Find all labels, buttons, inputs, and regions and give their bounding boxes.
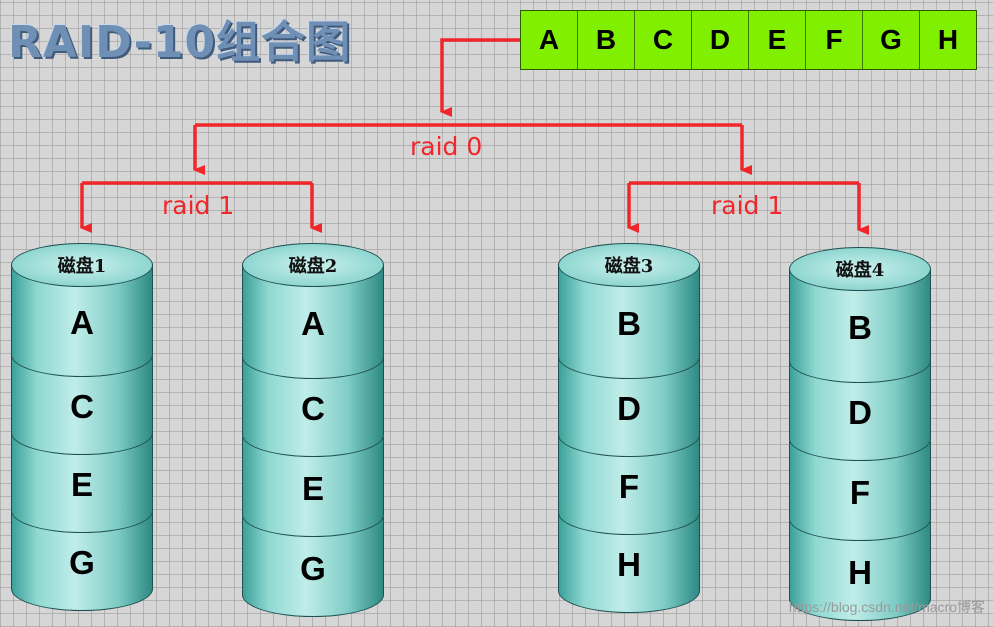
raid0-label: raid 0 <box>410 132 483 161</box>
disk-label: 磁盘2 <box>288 256 338 277</box>
diagram-title: RAID-10组合图 <box>8 17 352 68</box>
data-block-h: H <box>920 11 976 69</box>
disk-label: 磁盘4 <box>835 260 885 281</box>
data-block-f: F <box>806 11 863 69</box>
disk-block: B <box>558 265 700 379</box>
data-block-g: G <box>863 11 920 69</box>
data-block-e: E <box>749 11 806 69</box>
data-block-d: D <box>692 11 749 69</box>
disk-label: 磁盘3 <box>604 256 654 277</box>
disk-label: 磁盘1 <box>57 256 107 277</box>
arrow-strip-to-raid0 <box>440 38 520 117</box>
disk-block: F <box>789 441 931 541</box>
raid1-right-label: raid 1 <box>711 191 784 220</box>
data-block-a: A <box>521 11 578 69</box>
data-block-b: B <box>578 11 635 69</box>
data-block-strip: A B C D E F G H <box>520 10 977 70</box>
disk-top: 磁盘1 <box>11 243 153 287</box>
disk-top: 磁盘4 <box>789 247 931 291</box>
watermark: https://blog.csdn.net/macro博客 <box>788 599 985 615</box>
disk-top: 磁盘3 <box>558 243 700 287</box>
raid1-left-label: raid 1 <box>162 191 235 220</box>
disk-top: 磁盘2 <box>242 243 384 287</box>
data-block-c: C <box>635 11 692 69</box>
